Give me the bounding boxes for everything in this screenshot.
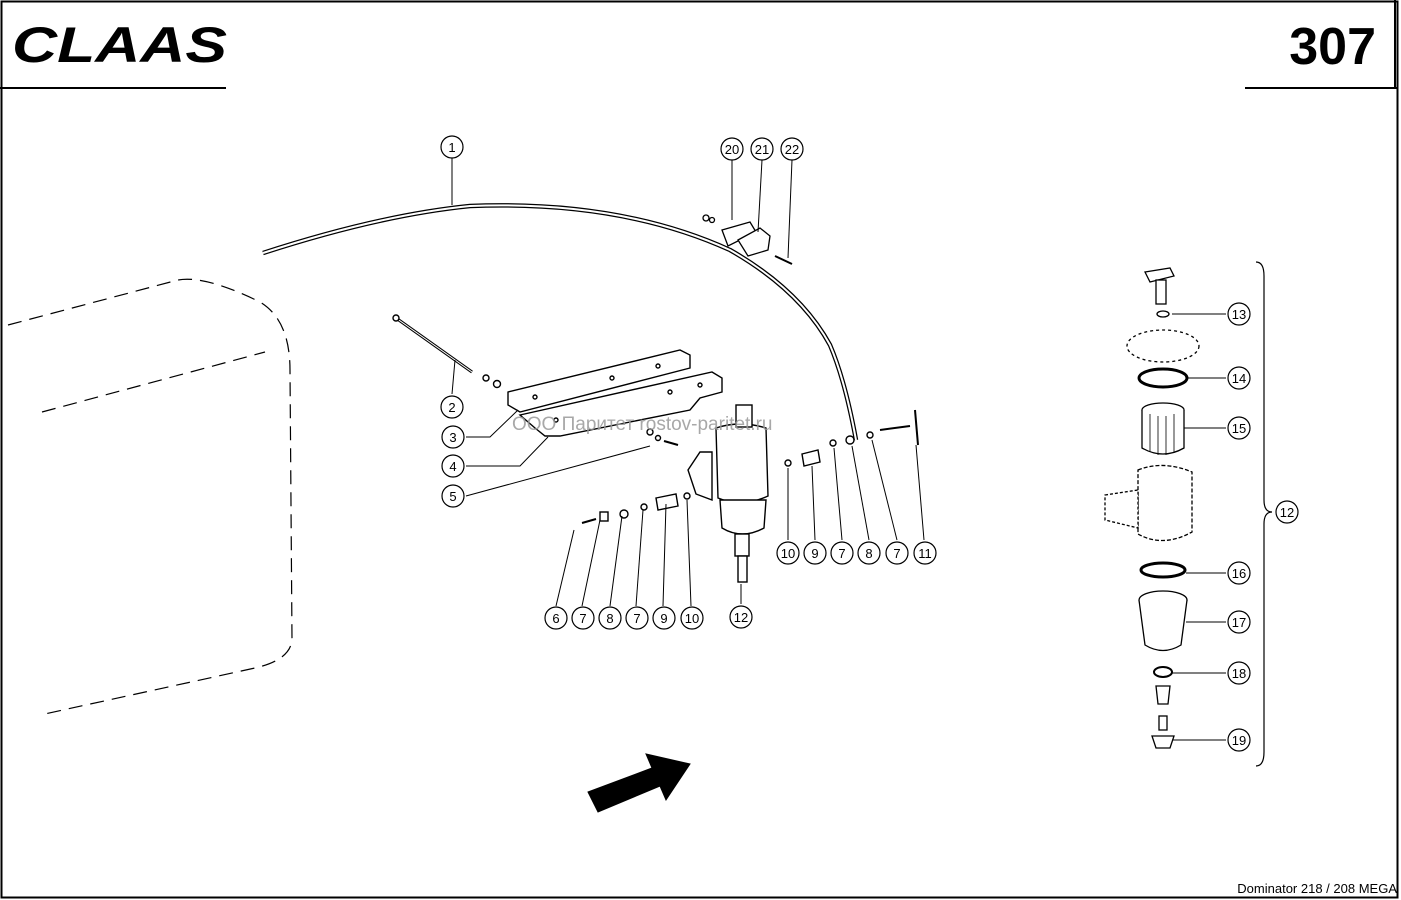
callout-10b: 10 <box>776 541 800 565</box>
direction-arrow-icon <box>587 753 691 813</box>
callout-7c: 7 <box>830 541 854 565</box>
svg-text:4: 4 <box>449 459 456 474</box>
callout-11: 11 <box>913 541 937 565</box>
svg-text:1: 1 <box>448 140 455 155</box>
svg-text:7: 7 <box>893 546 900 561</box>
callout-16: 16 <box>1227 561 1251 585</box>
callout-7b: 7 <box>625 606 649 630</box>
svg-text:9: 9 <box>660 611 667 626</box>
svg-text:7: 7 <box>838 546 845 561</box>
svg-text:7: 7 <box>579 611 586 626</box>
callout-6: 6 <box>544 606 568 630</box>
callout-3: 3 <box>441 425 465 449</box>
callouts: 1 2 3 4 5 6 7 8 7 9 10 12 10 9 7 8 7 11 … <box>440 135 1299 752</box>
callout-12a: 12 <box>729 605 753 629</box>
svg-text:20: 20 <box>725 142 739 157</box>
svg-text:13: 13 <box>1232 307 1246 322</box>
fuel-filter-exploded <box>1104 261 1273 767</box>
svg-text:10: 10 <box>685 611 699 626</box>
svg-text:19: 19 <box>1232 733 1246 748</box>
svg-text:9: 9 <box>811 546 818 561</box>
svg-text:16: 16 <box>1232 566 1246 581</box>
callout-14: 14 <box>1227 366 1251 390</box>
svg-text:17: 17 <box>1232 615 1246 630</box>
callout-15: 15 <box>1227 416 1251 440</box>
callout-12b: 12 <box>1275 500 1299 524</box>
header: CLAAS 307 <box>0 0 1397 89</box>
bracket-assembly <box>392 314 723 446</box>
callout-8a: 8 <box>598 606 622 630</box>
svg-text:3: 3 <box>449 430 456 445</box>
watermark: ООО Паритет rostov-paritet.ru <box>512 414 772 435</box>
svg-text:18: 18 <box>1232 666 1246 681</box>
svg-text:15: 15 <box>1232 421 1246 436</box>
callout-13: 13 <box>1227 302 1251 326</box>
svg-text:2: 2 <box>448 400 455 415</box>
clamp-parts <box>702 214 793 265</box>
callout-5: 5 <box>441 484 465 508</box>
svg-text:5: 5 <box>449 489 456 504</box>
svg-text:14: 14 <box>1232 371 1246 386</box>
callout-7a: 7 <box>571 606 595 630</box>
svg-text:12: 12 <box>1280 505 1294 520</box>
svg-text:11: 11 <box>918 546 932 561</box>
callout-20: 20 <box>720 137 744 161</box>
callout-1: 1 <box>440 135 464 159</box>
svg-text:21: 21 <box>755 142 769 157</box>
fuel-filter-center <box>581 404 919 583</box>
callout-21: 21 <box>750 137 774 161</box>
callout-19: 19 <box>1227 728 1251 752</box>
leader-lines <box>451 158 1226 741</box>
footer-model: Dominator 218 / 208 MEGA <box>1237 881 1397 896</box>
callout-2: 2 <box>440 395 464 419</box>
callout-7d: 7 <box>885 541 909 565</box>
page-number: 307 <box>1289 18 1376 76</box>
svg-text:7: 7 <box>633 611 640 626</box>
svg-text:12: 12 <box>734 610 748 625</box>
machine-outline <box>7 278 293 716</box>
brand-logo: CLAAS <box>12 17 227 73</box>
svg-text:6: 6 <box>552 611 559 626</box>
callout-4: 4 <box>441 454 465 478</box>
callout-18: 18 <box>1227 661 1251 685</box>
callout-8b: 8 <box>857 541 881 565</box>
callout-10a: 10 <box>680 606 704 630</box>
svg-text:8: 8 <box>865 546 872 561</box>
fuel-pipe <box>262 203 859 441</box>
svg-text:10: 10 <box>781 546 795 561</box>
svg-text:22: 22 <box>785 142 799 157</box>
callout-9a: 9 <box>652 606 676 630</box>
callout-22: 22 <box>780 137 804 161</box>
callout-17: 17 <box>1227 610 1251 634</box>
svg-text:8: 8 <box>606 611 613 626</box>
callout-9b: 9 <box>803 541 827 565</box>
